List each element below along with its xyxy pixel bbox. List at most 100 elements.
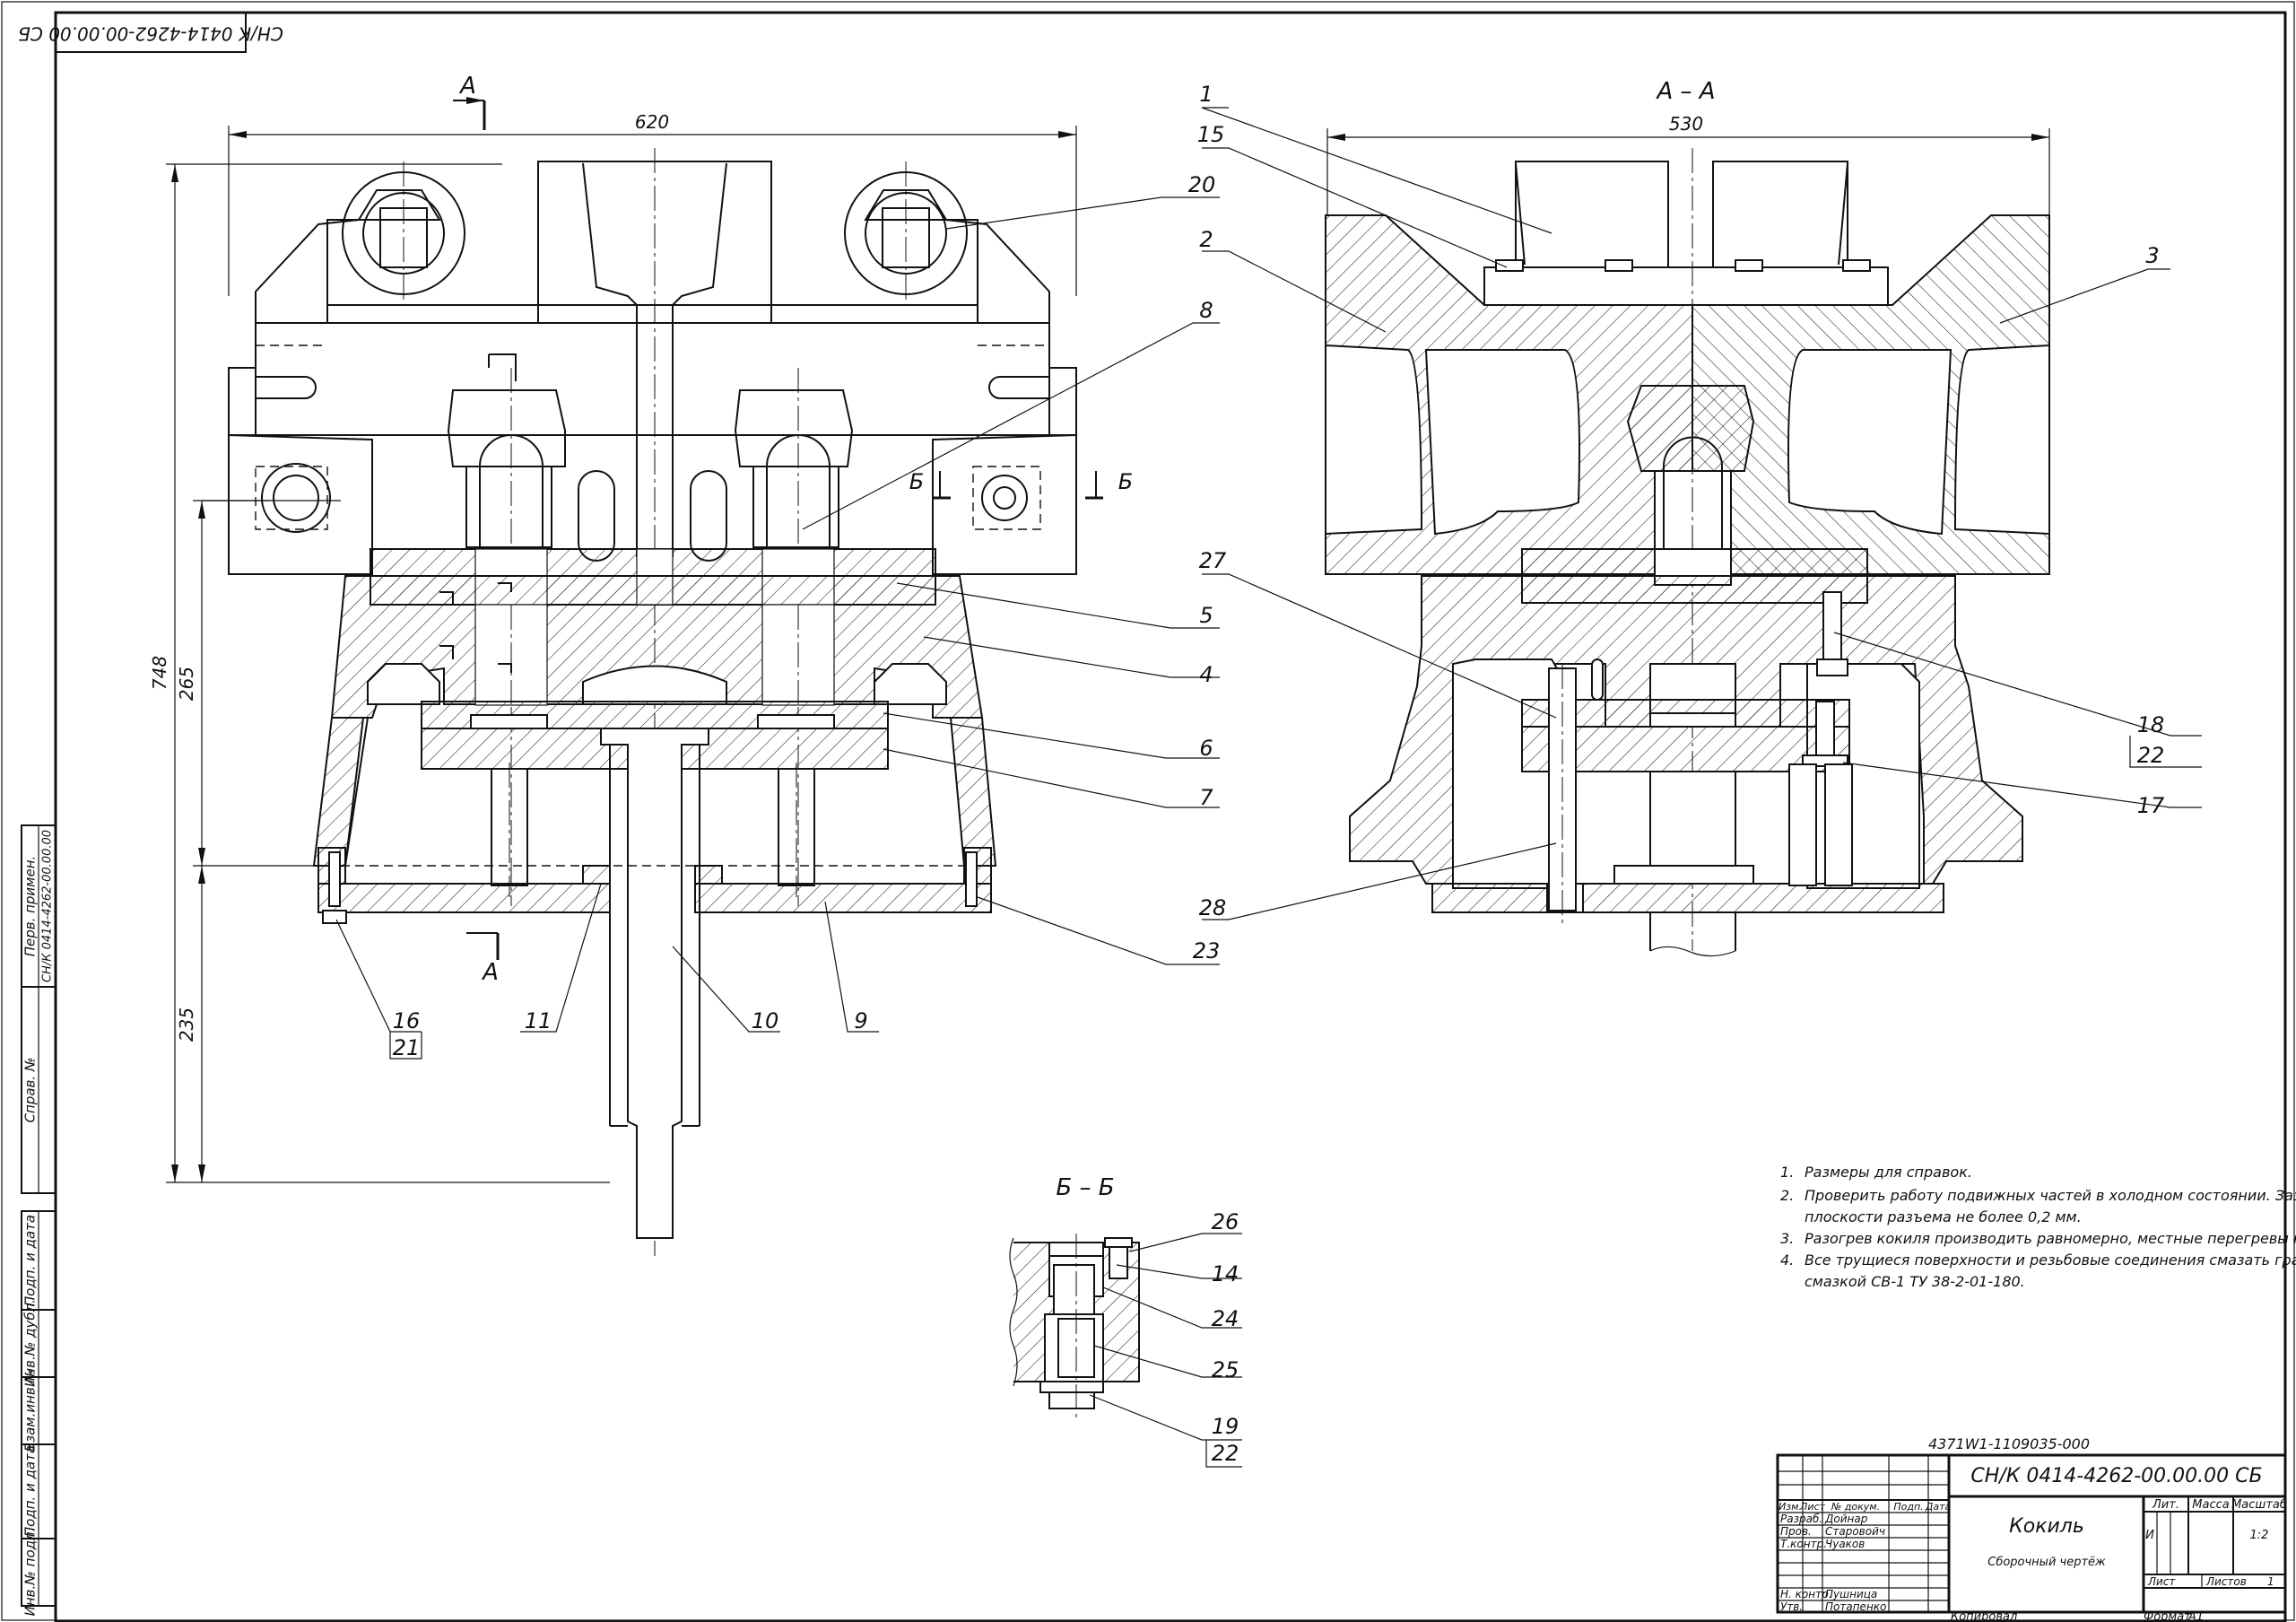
dim-265: 265: [176, 667, 197, 701]
note-text: плоскости разъема не более 0,2 мм.: [1805, 1208, 2082, 1225]
side-label-podp2: Подп. и дата: [22, 1445, 39, 1537]
lit-label: Лит.: [2152, 1498, 2179, 1512]
cut-a-bottom: А: [481, 959, 499, 986]
callout-aa-3: 3: [2145, 243, 2159, 268]
callout-bb-5: 22: [1212, 1441, 1239, 1466]
role-label: Разраб.: [1780, 1513, 1822, 1525]
role-label: Т.контр.: [1780, 1538, 1827, 1550]
callout-front-9: 11: [525, 1008, 552, 1033]
col-date: Дата: [1925, 1501, 1952, 1513]
section-bb-view: Б – Б: [1009, 1174, 1140, 1417]
col-list: Лист: [1799, 1501, 1825, 1513]
callout-front-2: 5: [1199, 603, 1213, 628]
sheet-label: Лист: [2147, 1575, 2176, 1588]
sheets-label: Листов: [2205, 1575, 2247, 1588]
callout-front-7: 9: [854, 1008, 867, 1033]
product-name: Кокиль: [2009, 1515, 2084, 1538]
col-sign: Подп.: [1893, 1501, 1923, 1513]
callout-aa-5: 18: [2137, 712, 2165, 737]
note-text: Все трущиеся поверхности и резьбовые сое…: [1805, 1251, 2296, 1269]
side-strip: Перв. примен. СН/К 0414-4262-00.00.00 Сп…: [21, 824, 57, 1617]
side-label-perv-code: СН/К 0414-4262-00.00.00: [41, 830, 55, 982]
callout-aa-7: 17: [2137, 793, 2165, 818]
side-label-inv-dubl: Инв.№ дубл.: [22, 1299, 39, 1387]
lit-value: И: [2145, 1529, 2154, 1542]
role-label: Утв.: [1780, 1600, 1803, 1613]
callout-bb-3: 25: [1212, 1357, 1239, 1382]
mass-label: Масса: [2192, 1498, 2229, 1512]
callout-front-0: 20: [1188, 172, 1216, 197]
callout-front-5: 7: [1199, 785, 1213, 810]
copied-label: Копировал: [1951, 1610, 2017, 1622]
scale-label: Масштаб: [2231, 1498, 2287, 1512]
format-value: А1: [2187, 1610, 2204, 1622]
callout-aa-4: 27: [1199, 548, 1227, 573]
callout-aa-1: 15: [1197, 122, 1225, 147]
lifting-eye-left: [342, 161, 465, 305]
callout-front-3: 4: [1199, 662, 1213, 687]
callout-front-10: 16: [393, 1008, 421, 1033]
frame-stamp-code: СН/К 0414-4262-00.00.00 СБ: [18, 23, 283, 45]
side-label-sprav: Справ. №: [22, 1058, 39, 1123]
callout-bb-4: 19: [1212, 1414, 1239, 1439]
dim-748: 748: [149, 656, 170, 690]
cut-a-top: А: [458, 73, 476, 100]
note-num: 1.: [1780, 1164, 1794, 1181]
title-block: 4371W1-1109035-000 Изм. Лист № докум. По…: [1776, 1435, 2287, 1622]
sheets-value: 1: [2267, 1575, 2274, 1588]
dim-235: 235: [176, 1007, 197, 1042]
callout-numbers-aa: 1 15 2 3 27 18 22 17 28: [1197, 82, 2165, 920]
note-num: 4.: [1780, 1251, 1794, 1269]
col-doc: № докум.: [1831, 1501, 1880, 1513]
role-name: Потапенко: [1825, 1600, 1886, 1613]
role-name: Пушница: [1825, 1588, 1877, 1600]
callout-aa-8: 28: [1199, 895, 1227, 920]
section-aa-view: А – А 530: [1325, 78, 2050, 957]
section-aa-title: А – А: [1655, 78, 1715, 105]
role-label: Пров.: [1780, 1525, 1812, 1538]
role-name: Старовойч: [1825, 1525, 1885, 1538]
dim-530: 530: [1669, 113, 1703, 135]
col-izm: Изм.: [1779, 1501, 1802, 1513]
note-text: Размеры для справок.: [1805, 1164, 1972, 1181]
callout-front-6: 23: [1193, 938, 1221, 964]
note-text: смазкой СВ-1 ТУ 38-2-01-180.: [1805, 1273, 2025, 1290]
callout-front-8: 10: [752, 1008, 779, 1033]
callout-bb-2: 24: [1212, 1306, 1239, 1331]
front-view: 620 748 265 235 А А Б Б: [149, 73, 1133, 1256]
callout-aa-2: 2: [1199, 227, 1213, 252]
callout-front-1: 8: [1199, 298, 1213, 323]
note-text: Проверить работу подвижных частей в холо…: [1805, 1187, 2296, 1204]
callout-aa-6: 22: [2137, 743, 2165, 768]
side-label-podp1: Подп. и дата: [22, 1215, 39, 1306]
role-name: Дойнар: [1824, 1513, 1868, 1525]
note-text: Разогрев кокиля производить равномерно, …: [1805, 1230, 2296, 1247]
note-num: 2.: [1780, 1187, 1794, 1204]
callout-aa-0: 1: [1199, 82, 1213, 107]
role-name: Чуаков: [1825, 1538, 1865, 1550]
lifting-eye-right: [844, 161, 968, 305]
note-num: 3.: [1780, 1230, 1794, 1247]
section-bb-title: Б – Б: [1056, 1174, 1114, 1201]
cut-b-left: Б: [909, 469, 924, 494]
technical-notes: 1. Размеры для справок. 2. Проверить раб…: [1780, 1164, 2296, 1290]
scale-value: 1:2: [2250, 1529, 2269, 1542]
designation: СН/К 0414-4262-00.00.00 СБ: [1970, 1465, 2262, 1487]
role-label: Н. контр.: [1780, 1588, 1832, 1600]
dim-620: 620: [635, 111, 669, 133]
callout-bb-1: 14: [1212, 1261, 1239, 1286]
callout-front-4: 6: [1199, 736, 1213, 761]
cut-b-right: Б: [1118, 469, 1133, 494]
callout-leaders: [335, 107, 2202, 1468]
callout-front-11: 21: [393, 1035, 421, 1060]
doc-type: Сборочный чертёж: [1987, 1556, 2106, 1569]
top-code: 4371W1-1109035-000: [1928, 1435, 2090, 1452]
format-label: Формат: [2144, 1610, 2191, 1622]
callout-numbers-front: 20 8 5 4 6 7 23 9 10 11 16 21: [393, 172, 1221, 1060]
side-label-perv: Перв. примен.: [22, 856, 39, 957]
side-label-inv-podl: Инв.№ подл.: [22, 1528, 39, 1617]
side-label-vzam: Взам.инв.№: [22, 1369, 39, 1452]
callout-bb-0: 26: [1212, 1209, 1239, 1234]
